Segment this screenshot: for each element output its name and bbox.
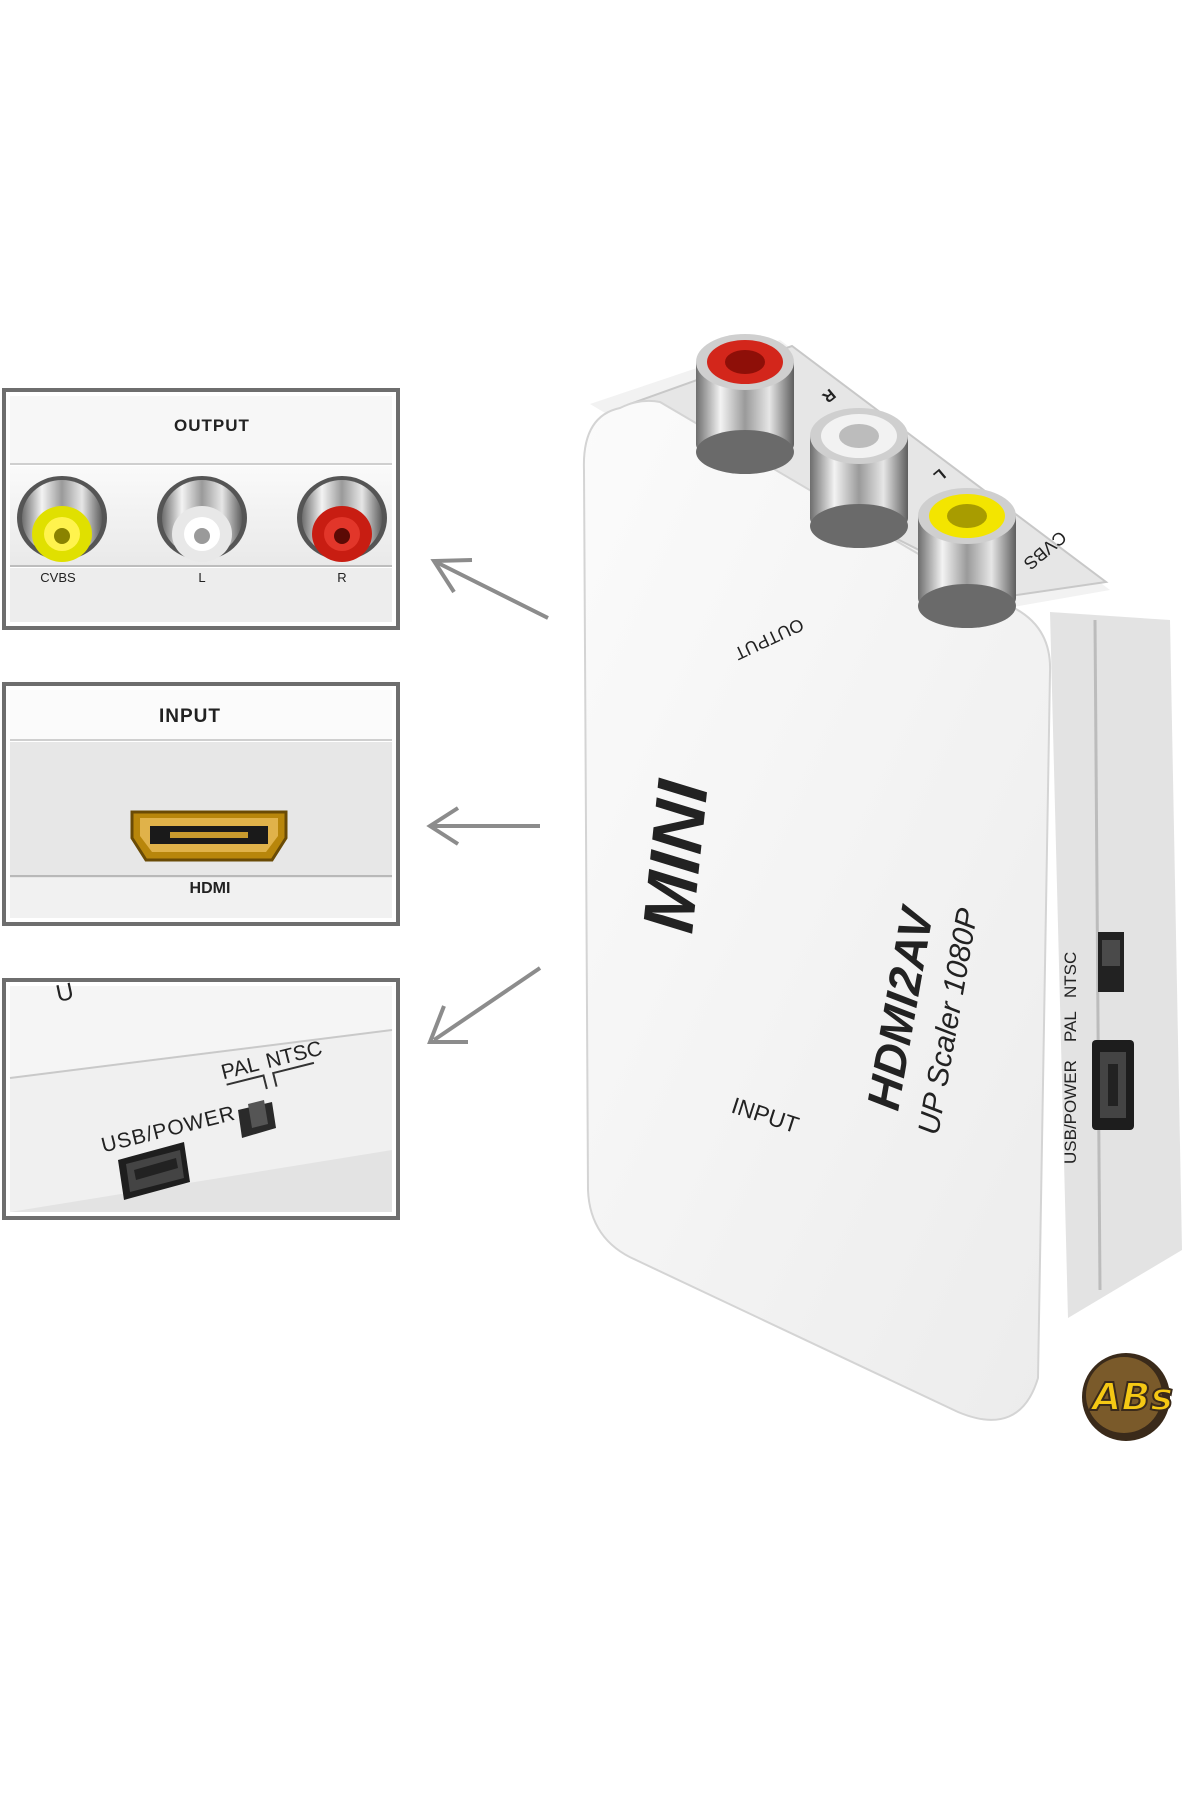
- rca-jack-icon: [696, 334, 794, 474]
- power-panel: U USB/POWER PAL NTSC: [2, 978, 400, 1220]
- device-brand: MINI: [628, 775, 724, 936]
- rca-jack-icon: [17, 476, 107, 562]
- partial-label: U: [54, 978, 77, 1008]
- mini-usb-port-icon: [118, 1142, 190, 1200]
- output-panel: OUTPUT CVBS L R: [2, 388, 400, 630]
- arrow-left-icon: [427, 966, 542, 1044]
- input-panel: INPUT HDMI: [2, 682, 400, 926]
- rca-jack-icon: [810, 408, 908, 548]
- arrow-left-icon: [430, 558, 549, 620]
- converter-device: R L CVBS OUTPUT MINI HDMI2AV UP Scaler 1…: [582, 334, 1182, 1421]
- abs-logo: ABs: [1082, 1353, 1174, 1441]
- logo-text: ABs: [1089, 1375, 1173, 1419]
- jack-label-l: L: [198, 570, 205, 585]
- output-panel-title: OUTPUT: [174, 416, 250, 435]
- jack-label-cvbs: CVBS: [40, 570, 76, 585]
- hdmi-port-icon: [130, 810, 288, 862]
- mini-usb-port-icon: [1092, 1040, 1134, 1130]
- slide-switch-icon: [1098, 932, 1124, 992]
- rca-jack-icon: [918, 488, 1016, 628]
- device-ntsc-label: NTSC: [1061, 952, 1080, 998]
- rca-jack-icon: [157, 476, 247, 562]
- jack-label-r: R: [337, 570, 346, 585]
- device-usb-label: USB/POWER: [1061, 1060, 1080, 1164]
- device-pal-label: PAL: [1061, 1011, 1080, 1042]
- arrow-left-icon: [426, 806, 540, 846]
- rca-jack-icon: [297, 476, 387, 562]
- input-panel-title: INPUT: [159, 706, 221, 727]
- slide-switch-icon: [238, 1100, 276, 1138]
- hdmi-label: HDMI: [190, 880, 231, 897]
